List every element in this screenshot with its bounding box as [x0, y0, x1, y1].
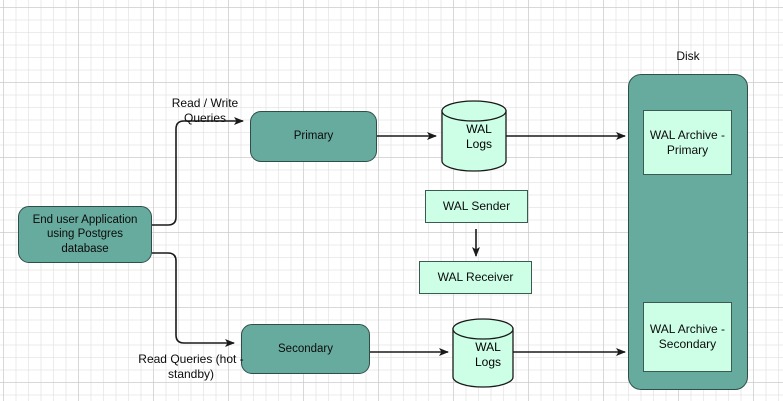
node-wal-logs-secondary[interactable]: WAL Logs: [452, 318, 514, 388]
node-wal-archive-secondary-label: WAL Archive - Secondary: [649, 322, 726, 351]
node-wal-sender-label: WAL Sender: [442, 199, 511, 214]
node-secondary[interactable]: Secondary: [241, 324, 370, 374]
node-secondary-label: Secondary: [278, 342, 333, 355]
node-wal-sender[interactable]: WAL Sender: [425, 190, 528, 223]
node-end-user-application[interactable]: End user Application using Postgres data…: [18, 206, 152, 263]
node-wal-archive-primary[interactable]: WAL Archive - Primary: [643, 110, 732, 175]
cylinder-shape-secondary: [452, 318, 514, 388]
node-wal-archive-secondary[interactable]: WAL Archive - Secondary: [643, 302, 732, 372]
cylinder-shape-primary: [441, 100, 507, 172]
node-primary-label: Primary: [293, 130, 334, 143]
edge-app-to-primary: [152, 117, 244, 226]
node-wal-archive-primary-label: WAL Archive - Primary: [649, 127, 726, 157]
edge-label-read-write-queries: Read / Write Queries: [171, 96, 239, 125]
node-wal-logs-primary[interactable]: WAL Logs: [441, 100, 507, 172]
edge-label-read-queries: Read Queries (hot - standby): [138, 352, 244, 381]
node-primary[interactable]: Primary: [250, 111, 377, 162]
node-wal-logs-secondary-label: WAL Logs: [474, 340, 502, 369]
node-wal-receiver-label: WAL Receiver: [437, 270, 514, 285]
node-wal-logs-primary-label: WAL Logs: [465, 122, 493, 151]
disk-title: Disk: [676, 49, 700, 63]
node-wal-receiver[interactable]: WAL Receiver: [419, 261, 532, 294]
node-end-user-application-label: End user Application using Postgres data…: [32, 214, 138, 255]
edge-app-to-secondary: [152, 252, 235, 347]
